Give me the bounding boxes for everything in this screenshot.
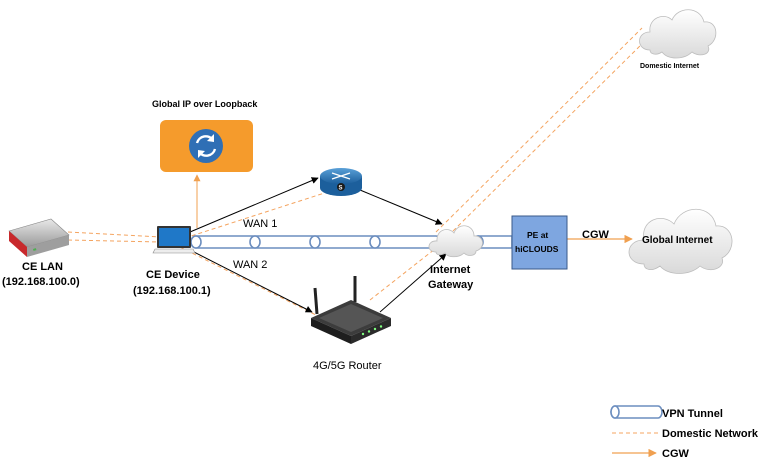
pe-box: PE at hiCLOUDS [511,215,568,270]
dash-gw-to-domestic-1 [435,27,643,233]
laptop-icon [152,226,196,254]
router-4g5g-label: 4G/5G Router [313,360,382,372]
wan-lines [189,177,447,313]
global-ip-label: Global IP over Loopback [152,99,258,109]
wireless-router-icon [311,276,391,344]
4g5g-to-gw-line [379,253,447,313]
wan1-line [189,177,319,233]
ce-lan-ip: (192.168.100.0) [2,276,80,288]
cgw-label: CGW [582,229,610,241]
dash-ce-to-router [184,187,341,239]
domestic-internet-label: Domestic Internet [640,63,700,70]
lan-device-icon [8,218,70,257]
internet-gateway-line1: Internet [430,264,471,276]
internet-gateway-line2: Gateway [428,279,474,291]
ce-lan-title: CE LAN [22,261,63,273]
pe-line2: hiCLOUDS [515,244,559,254]
ce-device-title: CE Device [146,269,200,281]
vpn-tunnel-main [190,235,442,249]
wan2-line [189,249,313,313]
internet-gateway-cloud-icon [428,225,483,258]
legend-vpn-tunnel: VPN Tunnel [662,408,723,420]
wan1-label: WAN 1 [243,218,277,230]
svg-text:S: S [339,186,343,192]
domestic-internet-cloud-icon [639,9,717,59]
pe-line1: PE at [527,230,548,240]
dash-ce-to-4g5g [179,246,319,317]
dash-lan-to-ce-1 [67,231,161,238]
ce-device-ip: (192.168.100.1) [133,285,211,297]
router-icon: S [320,168,362,196]
global-internet-label: Global Internet [642,235,713,246]
legend-vpn-swatch [610,405,663,419]
loopback-box [160,120,253,172]
dash-lan-to-ce-2 [67,239,161,243]
legend-domestic-network: Domestic Network [662,428,759,440]
sync-icon [189,129,223,163]
wan2-label: WAN 2 [233,259,267,271]
dash-4g5g-to-gw [369,244,441,301]
legend: VPN Tunnel Domestic Network CGW [610,405,759,460]
domestic-network-lines [67,27,651,317]
router-to-gw-line [359,189,443,225]
legend-cgw: CGW [662,448,690,460]
dash-gw-to-domestic-2 [447,35,651,237]
global-internet-cloud-icon [628,208,733,274]
